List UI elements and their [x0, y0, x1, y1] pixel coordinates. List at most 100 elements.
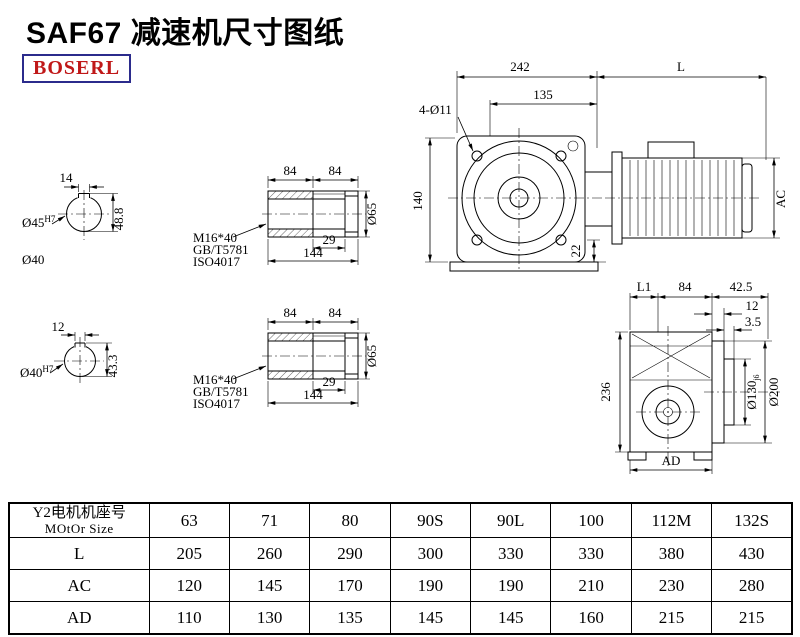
header-line2: MOtOr Size — [44, 520, 114, 536]
ear-hole — [567, 140, 579, 152]
dim-84a-label: 84 — [284, 305, 298, 320]
table-cell: 380 — [630, 537, 713, 570]
header-line1: Y2电机机座号 — [32, 504, 126, 521]
table-row: AD 110 130 135 145 145 160 215 215 — [8, 601, 793, 635]
shaft-detail-bottom: 84 84 29 144 Ø65 M16*40 GB/T5781 ISO4017 — [193, 305, 379, 411]
dia-40-label: Ø40 — [22, 252, 44, 267]
table-cell: 71 — [228, 502, 311, 538]
table-cell: 120 — [148, 569, 230, 602]
table-cell: 80 — [309, 502, 391, 538]
dim-29-label: 29 — [323, 374, 336, 389]
dim-L-label: L — [677, 59, 685, 74]
dim-29-label: 29 — [323, 232, 336, 247]
bolt-spec-line1: M16*40 — [193, 230, 237, 245]
dia-200-label: Ø200 — [766, 378, 781, 407]
table-cell: 145 — [469, 601, 552, 635]
table-cell: 290 — [309, 537, 391, 570]
dia-65-label: Ø65 — [364, 345, 379, 367]
table-cell: 330 — [469, 537, 552, 570]
table-cell: 145 — [389, 601, 472, 635]
table-cell: 145 — [228, 569, 311, 602]
flange-hole — [555, 150, 567, 162]
front-view: 242 L 135 4-Ø11 140 22 AC — [410, 59, 788, 272]
table-cell: 63 — [148, 502, 230, 538]
dim-140-label: 140 — [410, 191, 425, 211]
dimension-drawing: 242 L 135 4-Ø11 140 22 AC 14 — [20, 59, 788, 474]
table-cell: 110 — [148, 601, 230, 635]
table-cell: 190 — [469, 569, 552, 602]
dim-12-label: 12 — [52, 319, 65, 334]
table-cell: 210 — [550, 569, 632, 602]
dim-3-5-label: 3.5 — [745, 314, 761, 329]
dia-130-label: Ø130j6 — [744, 374, 761, 409]
shaft-section-40: 12 43.3 Ø40H7 — [20, 319, 120, 385]
bolt-spec-line3: ISO4017 — [193, 254, 240, 269]
dim-144-label: 144 — [303, 245, 323, 260]
table-cell: 230 — [630, 569, 713, 602]
table-header-motor-size: Y2电机机座号 MOtOr Size — [8, 502, 150, 538]
flange-hole — [471, 150, 483, 162]
dim-AC-label: AC — [773, 190, 788, 208]
side-view: L1 84 42.5 12 3.5 236 Ø130j6 Ø200 AD — [598, 279, 781, 474]
dim-84-label: 84 — [679, 279, 693, 294]
table-cell: 90L — [469, 502, 552, 538]
table-cell: 215 — [711, 601, 793, 635]
table-cell: 280 — [711, 569, 793, 602]
motor-size-table: Y2电机机座号 MOtOr Size 63 71 80 90S 90L 100 … — [8, 502, 793, 635]
dim-14-label: 14 — [60, 170, 74, 185]
table-cell: 160 — [550, 601, 632, 635]
dim-135-label: 135 — [533, 87, 553, 102]
flange-hole — [555, 234, 567, 246]
page-title: SAF67 减速机尺寸图纸 — [26, 17, 345, 50]
table-cell: 215 — [630, 601, 713, 635]
base-plate — [449, 261, 599, 272]
dim-22-label: 22 — [568, 245, 583, 258]
motor — [605, 141, 760, 245]
table-row: L 205 260 290 300 330 330 380 430 — [8, 537, 793, 570]
table-cell: 130 — [228, 601, 311, 635]
terminal-box — [647, 141, 695, 159]
dim-84b-label: 84 — [329, 163, 343, 178]
table-cell: 112M — [630, 502, 713, 538]
row-label: L — [8, 537, 150, 570]
table-cell: 100 — [550, 502, 632, 538]
table-cell: 132S — [711, 502, 793, 538]
logo-text: BOSERL — [33, 57, 121, 79]
dim-236-label: 236 — [598, 382, 613, 402]
bolt-spec-line2: GB/T5781 — [193, 384, 249, 399]
table-cell: 430 — [711, 537, 793, 570]
dia-65-label: Ø65 — [364, 203, 379, 225]
flange-pilot — [723, 358, 735, 426]
foot — [627, 451, 647, 461]
dim-242-label: 242 — [510, 59, 530, 74]
shaft-detail-top: 84 84 29 144 Ø65 M16*40 GB/T5781 ISO4017 — [193, 163, 379, 269]
table-cell: 135 — [309, 601, 391, 635]
holes-label: 4-Ø11 — [419, 102, 452, 117]
dim-84a-label: 84 — [284, 163, 298, 178]
shaft-section-45: 14 48.8 Ø45H7 Ø40 — [22, 170, 126, 267]
row-label: AC — [8, 569, 150, 602]
dim-AD-label: AD — [662, 453, 681, 468]
dim-144-label: 144 — [303, 387, 323, 402]
bolt-spec-line1: M16*40 — [193, 372, 237, 387]
bolt-spec-line3: ISO4017 — [193, 396, 240, 411]
bolt-spec-line2: GB/T5781 — [193, 242, 249, 257]
dim-43-3-label: 43.3 — [105, 355, 120, 378]
dia-40h7-label: Ø40H7 — [20, 364, 54, 380]
table-cell: 330 — [550, 537, 632, 570]
table-cell: 205 — [148, 537, 230, 570]
boserl-logo: BOSERL — [22, 54, 132, 83]
row-label: AD — [8, 601, 150, 635]
table-cell: 90S — [389, 502, 472, 538]
dim-42-5-label: 42.5 — [730, 279, 753, 294]
table-cell: 300 — [389, 537, 472, 570]
table-cell: 170 — [309, 569, 391, 602]
dim-84b-label: 84 — [329, 305, 343, 320]
dim-48-8-label: 48.8 — [111, 208, 126, 231]
table-row: AC 120 145 170 190 190 210 230 280 — [8, 569, 793, 602]
dim-L1-label: L1 — [637, 279, 651, 294]
dia-45-label: Ø45H7 — [22, 214, 56, 230]
table-row: Y2电机机座号 MOtOr Size 63 71 80 90S 90L 100 … — [8, 502, 793, 538]
dim-12-label: 12 — [746, 298, 759, 313]
